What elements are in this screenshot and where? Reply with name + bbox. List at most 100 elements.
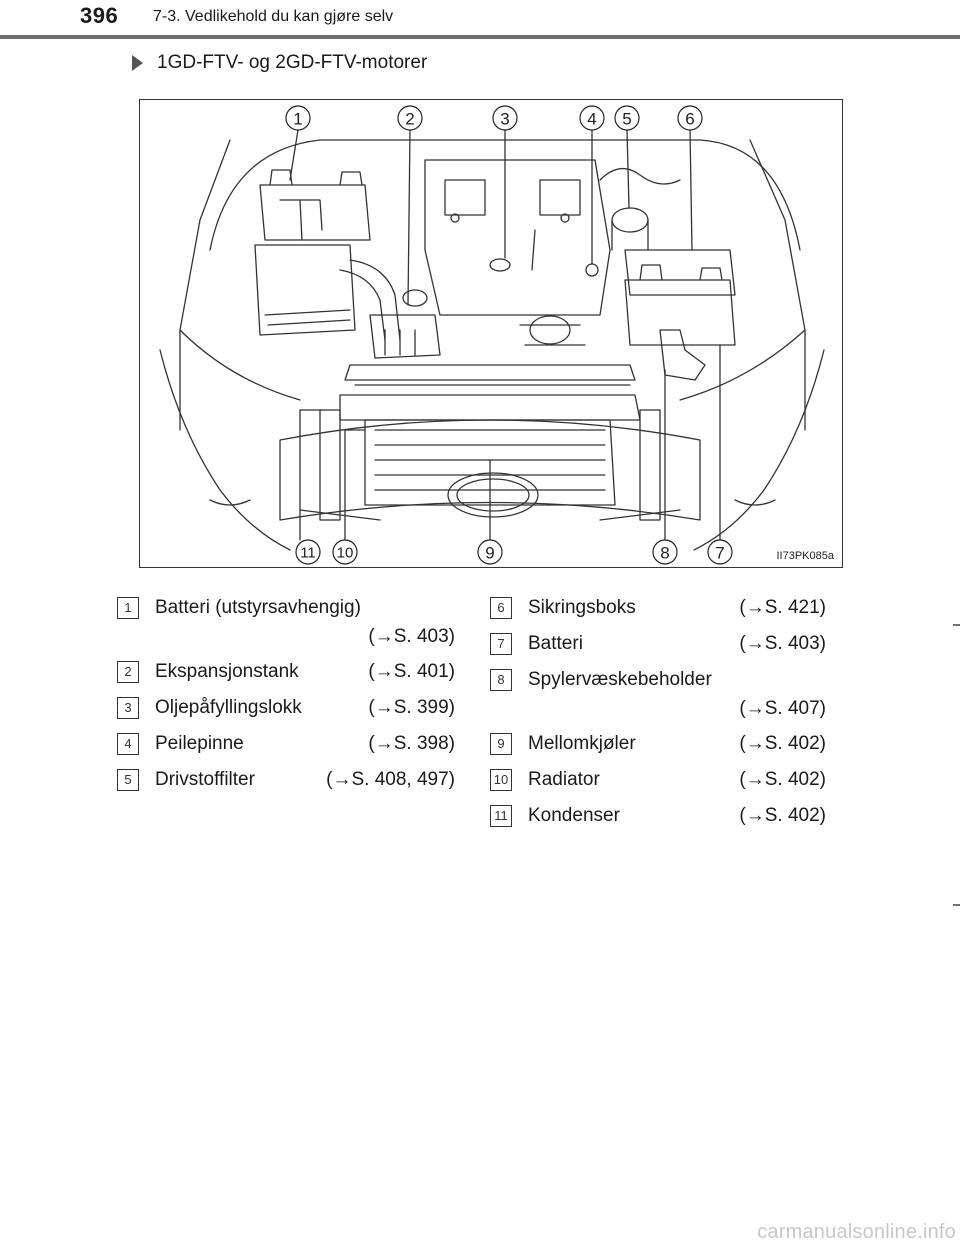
emblem [447, 472, 539, 518]
legend-number: 1 [124, 600, 132, 615]
callout-2 [397, 105, 423, 131]
legend-label: Radiator [528, 769, 600, 790]
oil-cap [489, 258, 511, 272]
legend-number-badge: 1 [117, 597, 139, 619]
condenser [319, 409, 341, 521]
legend-page-ref: (→S. 403) [368, 626, 455, 647]
legend-label: Spylervæskebeholder [528, 669, 712, 690]
legend-page-ref: (→S. 403) [739, 633, 826, 654]
callout-6 [677, 105, 703, 131]
callout-label: 11 [300, 545, 316, 562]
fuel-filter [611, 207, 649, 233]
margin-tick [953, 904, 960, 906]
fender-line [679, 329, 806, 401]
callout-label: 2 [405, 110, 414, 129]
running-head: 7-3. Vedlikehold du kan gjøre selv [153, 8, 394, 25]
legend-label: Batteri [528, 633, 583, 654]
fender-line [179, 329, 301, 401]
radiator [339, 394, 641, 421]
callout-11 [295, 539, 321, 565]
legend-label: Peilepinne [155, 733, 244, 754]
intake-hose [339, 269, 386, 341]
callout-7 [707, 539, 733, 565]
callout-1 [285, 105, 311, 131]
legend-page-ref: (→S. 401) [368, 661, 455, 682]
legend-page-ref: (→S. 399) [368, 697, 455, 718]
section-heading-text: 1GD-FTV- og 2GD-FTV-motorer [157, 52, 428, 73]
air-filter [254, 244, 356, 336]
legend-number: 4 [124, 736, 132, 751]
callout-label: 4 [587, 110, 596, 129]
legend-number-badge: 2 [117, 661, 139, 683]
legend-number-badge: 9 [490, 733, 512, 755]
fender-line [693, 349, 825, 551]
callout-label: 6 [685, 110, 694, 129]
dipstick [585, 263, 599, 277]
header-rule [0, 35, 960, 39]
legend-number-badge: 3 [117, 697, 139, 719]
legend-number: 7 [497, 636, 505, 651]
washer-reservoir [659, 329, 706, 381]
engine-bay-illustration: 1 2 3 4 5 6 7 8 9 10 11 [159, 105, 825, 565]
legend-number: 8 [497, 672, 505, 687]
hood-line [209, 139, 801, 251]
callout-label: 3 [500, 110, 509, 129]
legend-number: 2 [124, 664, 132, 679]
callout-label: 10 [337, 545, 354, 562]
callout-label: 8 [660, 544, 669, 563]
legend-page-ref: (→S. 407) [739, 698, 826, 719]
engine-figure: 1 2 3 4 5 6 7 8 9 10 11 II73PK085a [139, 99, 843, 568]
legend-label: Ekspansjonstank [155, 661, 299, 682]
callout-3 [492, 105, 518, 131]
legend-page-ref: (→S. 408, 497) [326, 769, 455, 790]
legend-number-badge: 8 [490, 669, 512, 691]
legend-page-ref: (→S. 402) [739, 805, 826, 826]
legend-number-badge: 5 [117, 769, 139, 791]
legend-number-badge: 11 [490, 805, 512, 827]
legend-number: 10 [493, 772, 509, 787]
margin-tick [953, 624, 960, 626]
watermark: carmanualsonline.info [757, 1221, 956, 1243]
hood-line [749, 139, 806, 431]
legend-number: 5 [124, 772, 132, 787]
legend-label: Mellomkjøler [528, 733, 636, 754]
callout-8 [652, 539, 678, 565]
legend-label: Kondenser [528, 805, 620, 826]
legend-page-ref: (→S. 402) [739, 733, 826, 754]
legend-number-badge: 10 [490, 769, 512, 791]
legend-page-ref: (→S. 421) [739, 597, 826, 618]
legend-number: 11 [494, 808, 508, 823]
legend-label: Oljepåfyllingslokk [155, 697, 302, 718]
legend-number-badge: 4 [117, 733, 139, 755]
battery-right [624, 279, 736, 346]
callout-4 [579, 105, 605, 131]
callout-9 [477, 539, 503, 565]
radiator-support [344, 364, 636, 381]
legend-page-ref: (→S. 398) [368, 733, 455, 754]
figure-code: II73PK085a [776, 550, 835, 562]
callout-10 [332, 539, 358, 565]
section-heading: 1GD-FTV- og 2GD-FTV-motorer [132, 52, 427, 74]
callouts [285, 105, 733, 565]
expansion-tank [369, 314, 441, 359]
callout-label: 7 [715, 544, 724, 563]
legend-number-badge: 6 [490, 597, 512, 619]
callout-5 [614, 105, 640, 131]
callout-label: 5 [622, 110, 631, 129]
battery-left [259, 184, 371, 241]
hood-line [179, 139, 231, 431]
legend-label: Drivstoffilter [155, 769, 255, 790]
engine-cover [424, 159, 611, 316]
callout-label: 1 [293, 110, 302, 129]
grille [279, 419, 701, 521]
fender-line [159, 349, 291, 551]
legend-page-ref: (→S. 402) [739, 769, 826, 790]
legend-number-badge: 7 [490, 633, 512, 655]
legend-number: 6 [497, 600, 505, 615]
callout-label: 9 [485, 544, 494, 563]
triangle-bullet-icon [132, 55, 143, 71]
legend-label: Batteri (utstyrsavhengig) [155, 597, 361, 618]
legend-number: 9 [497, 736, 505, 751]
legend-number: 3 [124, 700, 132, 715]
legend-label: Sikringsboks [528, 597, 636, 618]
